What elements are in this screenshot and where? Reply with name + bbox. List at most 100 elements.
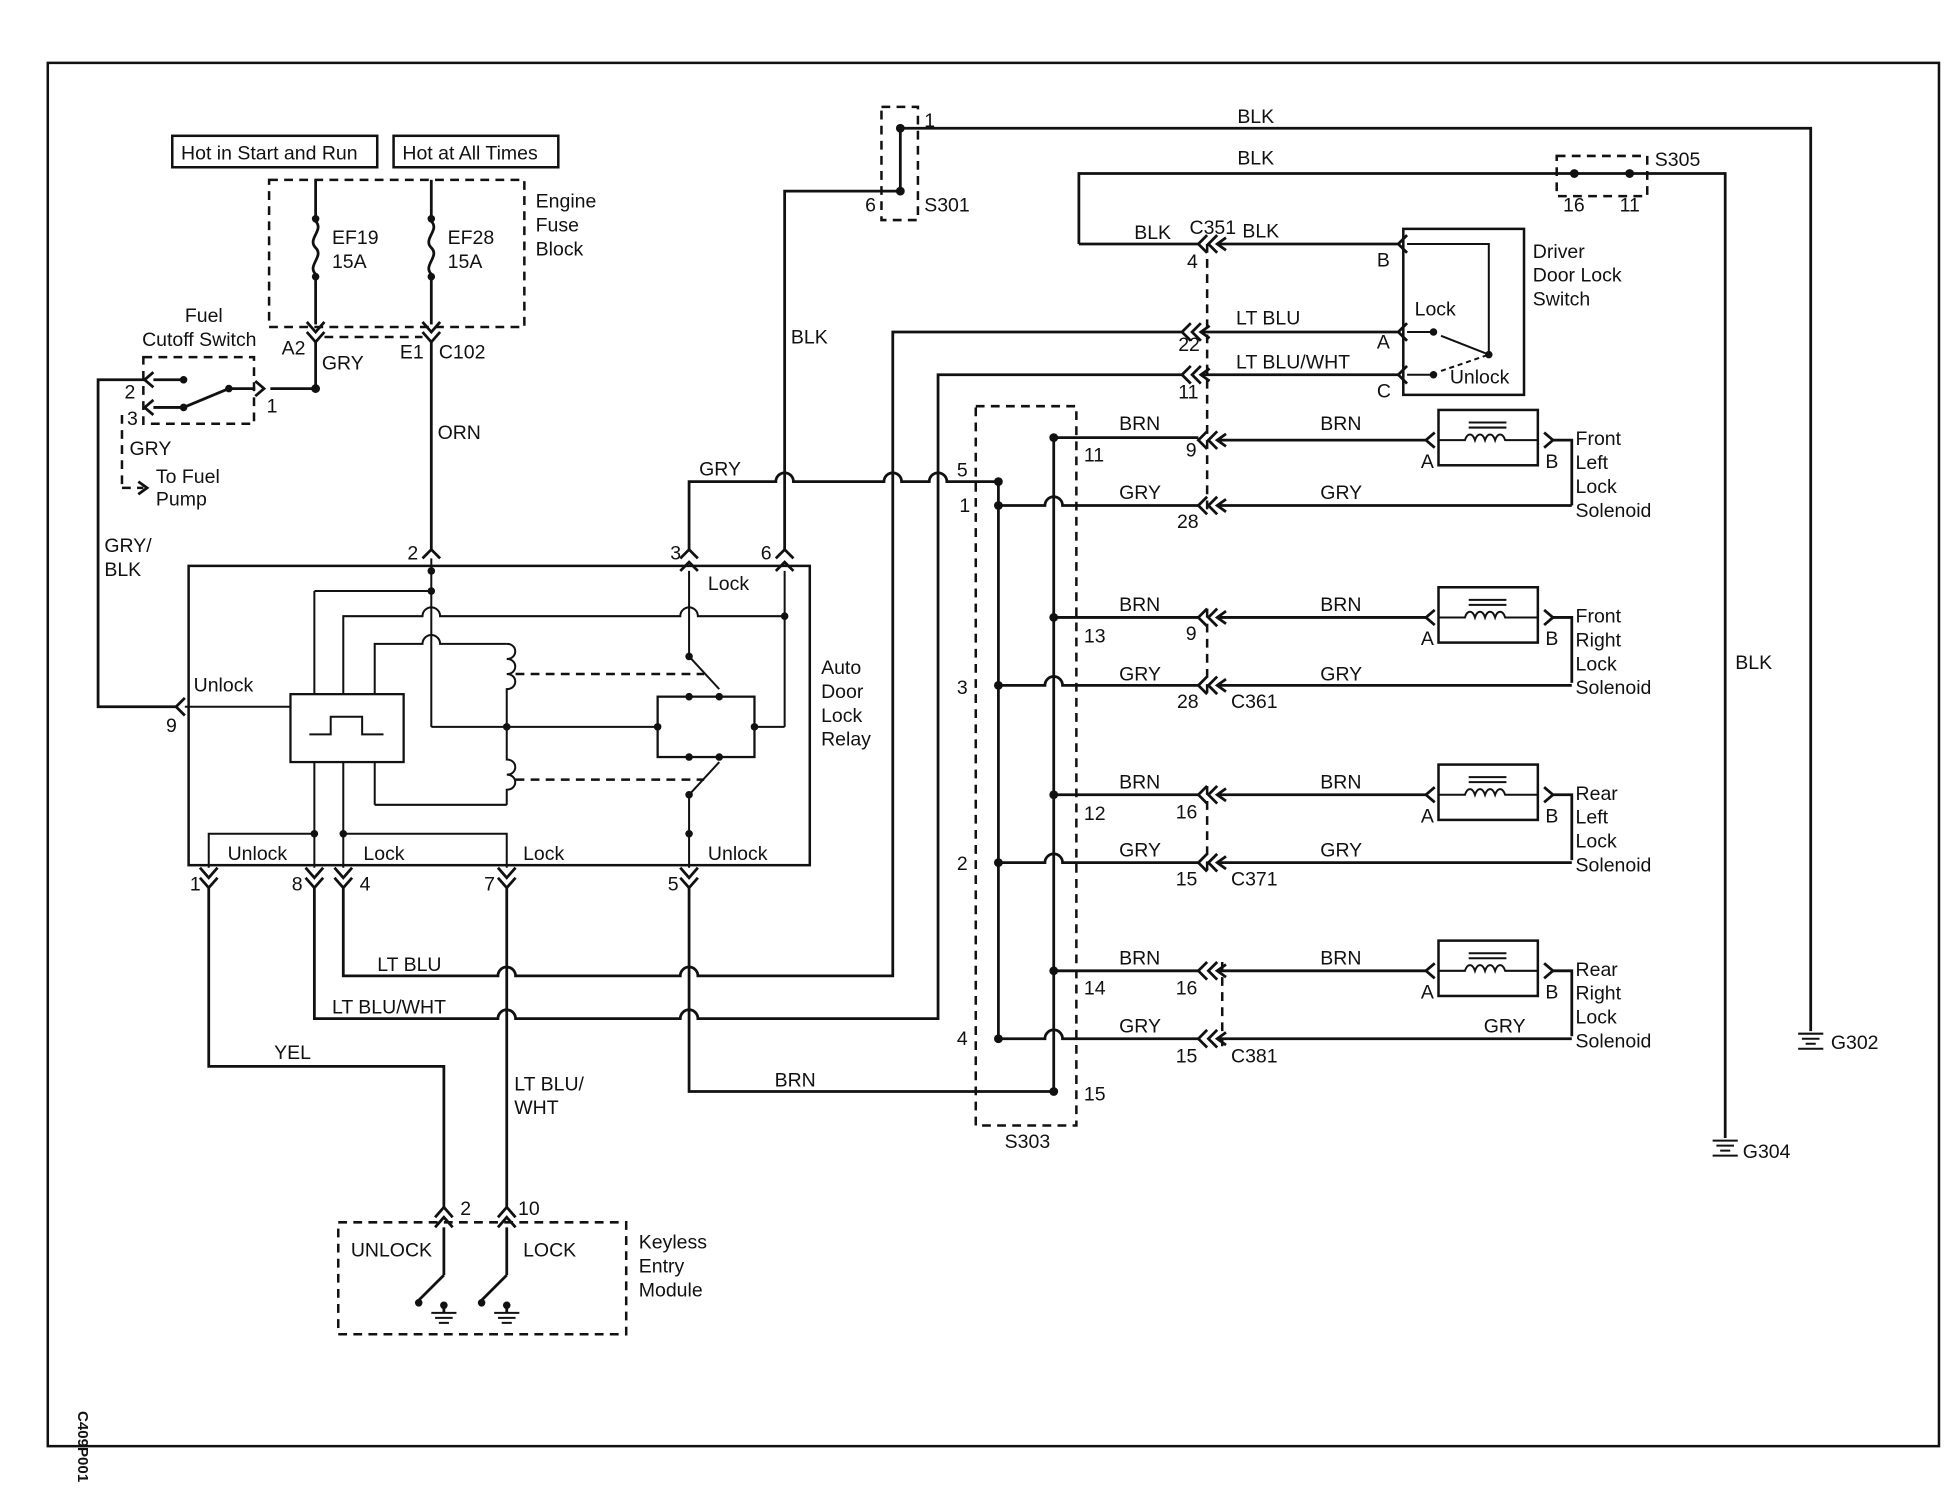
s303-label: S303 xyxy=(1005,1131,1051,1153)
relay-pin-8: 8 xyxy=(292,873,303,895)
solenoid-coil-icon xyxy=(1438,776,1538,798)
solenoid-name-line: Right xyxy=(1576,983,1622,1005)
solenoid-name-line: Lock xyxy=(1576,1007,1617,1029)
wire-label-gry-fr: GRY xyxy=(1320,663,1362,685)
wire-label-gry-fr-inner: GRY xyxy=(1119,663,1161,685)
g304-label: G304 xyxy=(1743,1141,1791,1163)
ground-icon xyxy=(1798,1032,1824,1050)
wire-label-gry-rr: GRY xyxy=(1484,1015,1526,1037)
wire-label-brn-rl: BRN xyxy=(1320,771,1361,793)
solenoid-name-line: Left xyxy=(1576,807,1609,829)
relay-lock-label-4: Lock xyxy=(363,843,404,865)
solenoid-name-line: Right xyxy=(1576,629,1622,651)
solenoid-name-line: Solenoid xyxy=(1576,500,1652,522)
relay-lock-label-top: Lock xyxy=(708,573,749,595)
relay-pin-7: 7 xyxy=(484,873,495,895)
power-source-labels: Hot in Start and Run Hot at All Times xyxy=(171,134,560,169)
wire-label-blk-c351-left: BLK xyxy=(1134,222,1171,244)
switch-pin-a: A xyxy=(1377,331,1390,353)
fuse-block-label-2: Fuse xyxy=(536,214,579,236)
connector-c102: A2 E1 C102 xyxy=(282,321,485,363)
solenoid-pin-a: A xyxy=(1421,628,1434,650)
fuse-ef28-rating: 15A xyxy=(448,251,483,273)
keyless-pin-10: 10 xyxy=(518,1198,540,1220)
wire-label-brn-fl-inner: BRN xyxy=(1119,413,1160,435)
solenoid-pin-b: B xyxy=(1545,805,1558,827)
s303-right-pin-14: 14 xyxy=(1084,978,1106,1000)
c351-pin-4: 4 xyxy=(1187,251,1198,273)
solenoid-coil-icon xyxy=(1438,952,1538,974)
wire-label-gry-rl-inner: GRY xyxy=(1119,839,1161,861)
keyless-title-2: Entry xyxy=(639,1256,685,1278)
g302-label: G302 xyxy=(1831,1032,1879,1054)
auto-door-lock-relay: Auto Door Lock Relay 2 3 6 Lock xyxy=(166,543,871,896)
switch-pin-b: B xyxy=(1377,250,1390,272)
solenoid-name-line: Solenoid xyxy=(1576,854,1652,876)
solenoid-coil-icon xyxy=(1438,421,1538,444)
relay-title-2: Door xyxy=(821,681,864,703)
c381-label: C381 xyxy=(1231,1046,1278,1068)
wire-label-lt-blu-wht-switch: LT BLU/WHT xyxy=(1236,351,1350,373)
solenoid-coil-icon xyxy=(1438,598,1538,621)
connector-c361: 9 28 C361 xyxy=(1177,607,1278,713)
wire-label-yel: YEL xyxy=(274,1042,311,1064)
s303-left-pin-2: 2 xyxy=(957,853,968,875)
splice-s301: 1 6 S301 xyxy=(865,105,970,222)
switch-title-1: Driver xyxy=(1533,241,1585,263)
wire-label-brn-fr: BRN xyxy=(1320,594,1361,616)
wire-label-gry-blk-2: BLK xyxy=(104,559,141,581)
ground-g302: G302 xyxy=(1798,1032,1879,1054)
wire-label-brn-fl: BRN xyxy=(1320,413,1361,435)
solenoid-name-line: Lock xyxy=(1576,831,1617,853)
ground-g304: G304 xyxy=(1712,1139,1791,1163)
relay-pin-9: 9 xyxy=(166,715,177,737)
wire-label-gry-fl-inner: GRY xyxy=(1119,482,1161,504)
keyless-lock-label: LOCK xyxy=(523,1239,576,1261)
fuse-ef19-symbol xyxy=(311,220,320,276)
wire-label-gry-a2: GRY xyxy=(322,353,364,375)
s303-left-pin-5: 5 xyxy=(957,460,968,482)
switch-unlock-label: Unlock xyxy=(1450,367,1510,389)
c351-pin-22: 22 xyxy=(1178,334,1200,356)
switch-title-2: Door Lock xyxy=(1533,265,1622,287)
wire-label-lt-blu-switch: LT BLU xyxy=(1236,307,1300,329)
wire-label-blk-top: BLK xyxy=(1237,106,1274,128)
solenoid-pin-b: B xyxy=(1545,981,1558,1003)
relay-pin-5: 5 xyxy=(668,873,679,895)
solenoid-name-line: Front xyxy=(1576,428,1622,450)
fuse-ef19-label: EF19 xyxy=(332,227,379,249)
c351-pin-28: 28 xyxy=(1177,511,1199,533)
ground-icon xyxy=(494,1311,520,1324)
solenoid-pin-b: B xyxy=(1545,451,1558,473)
wire-label-brn-rr: BRN xyxy=(1320,948,1361,970)
s303-right-pin-13: 13 xyxy=(1084,626,1106,648)
c351-label: C351 xyxy=(1190,217,1237,239)
switch-title-3: Switch xyxy=(1533,289,1590,311)
pulse-icon xyxy=(309,715,384,736)
wire-label-brn-rr-inner: BRN xyxy=(1119,948,1160,970)
fuel-cutoff-pin-1: 1 xyxy=(267,395,278,417)
connector-c381: 16 15 C381 xyxy=(1176,961,1278,1068)
ground-icon xyxy=(431,1311,457,1324)
solenoid-name-line: Front xyxy=(1576,605,1622,627)
wire-label-brn-rl-inner: BRN xyxy=(1119,771,1160,793)
fuel-cutoff-title-1: Fuel xyxy=(185,305,223,327)
splice-s305: S305 16 11 xyxy=(1555,149,1700,216)
c351-pin-9: 9 xyxy=(1186,439,1197,461)
c361-label: C361 xyxy=(1231,691,1278,713)
solenoid-pin-a: A xyxy=(1421,805,1434,827)
s303-right-pin-11: 11 xyxy=(1084,445,1104,467)
relay-unlock-label-5: Unlock xyxy=(708,843,768,865)
s301-pin-1: 1 xyxy=(924,110,935,132)
wire-label-gry-rr-inner: GRY xyxy=(1119,1015,1161,1037)
engine-fuse-block: Engine Fuse Block EF19 15A EF28 15A xyxy=(267,178,597,329)
fuse-block-label-1: Engine xyxy=(536,190,597,212)
pin-a2-label: A2 xyxy=(282,338,306,360)
relay-unlock-label-left: Unlock xyxy=(194,675,254,697)
relay-lock-label-7: Lock xyxy=(523,843,564,865)
